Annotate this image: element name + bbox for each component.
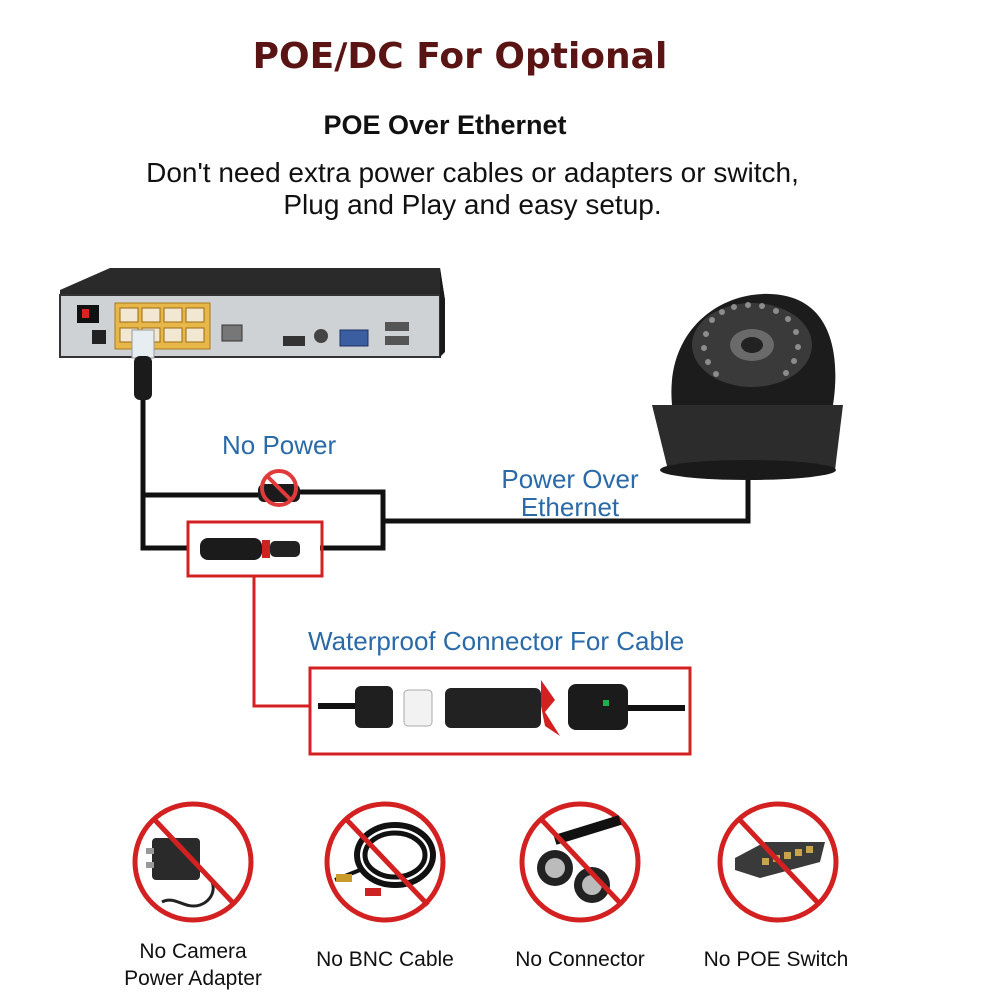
rj45-plug-icon bbox=[131, 329, 155, 400]
poe-label-line-2: Ethernet bbox=[520, 492, 620, 522]
no-power-label: No Power bbox=[222, 430, 337, 460]
no-poe-switch-label: No POE Switch bbox=[703, 948, 849, 971]
dome-camera-icon bbox=[652, 293, 843, 480]
no-power-adapter-label: No Camera Power Adapter bbox=[93, 938, 293, 992]
waterproof-connector-icon bbox=[308, 666, 692, 756]
inline-connector-icon bbox=[186, 520, 324, 578]
description-line-2: Plug and Play and easy setup. bbox=[283, 189, 662, 220]
waterproof-connector-label: Waterproof Connector For Cable bbox=[308, 626, 685, 656]
bnc-cable-icon bbox=[324, 801, 446, 923]
poe-label-line-1: Power Over bbox=[501, 464, 639, 494]
poe-label: Power Over Ethernet bbox=[470, 465, 670, 521]
poe-switch-icon bbox=[717, 801, 839, 923]
power-adapter-icon bbox=[132, 801, 254, 923]
subtitle: POE Over Ethernet bbox=[323, 110, 567, 140]
nvr-recorder-icon bbox=[59, 268, 445, 358]
connector-icon bbox=[519, 801, 641, 923]
description-line-1: Don't need extra power cables or adapter… bbox=[146, 157, 799, 188]
label-line-1: No Camera bbox=[139, 940, 247, 963]
no-connector-label: No Connector bbox=[515, 948, 645, 971]
no-bnc-cable-label: No BNC Cable bbox=[316, 948, 454, 971]
label-line-2: Power Adapter bbox=[124, 967, 262, 990]
page-title: POE/DC For Optional bbox=[252, 36, 668, 77]
no-power-icon bbox=[260, 469, 298, 507]
